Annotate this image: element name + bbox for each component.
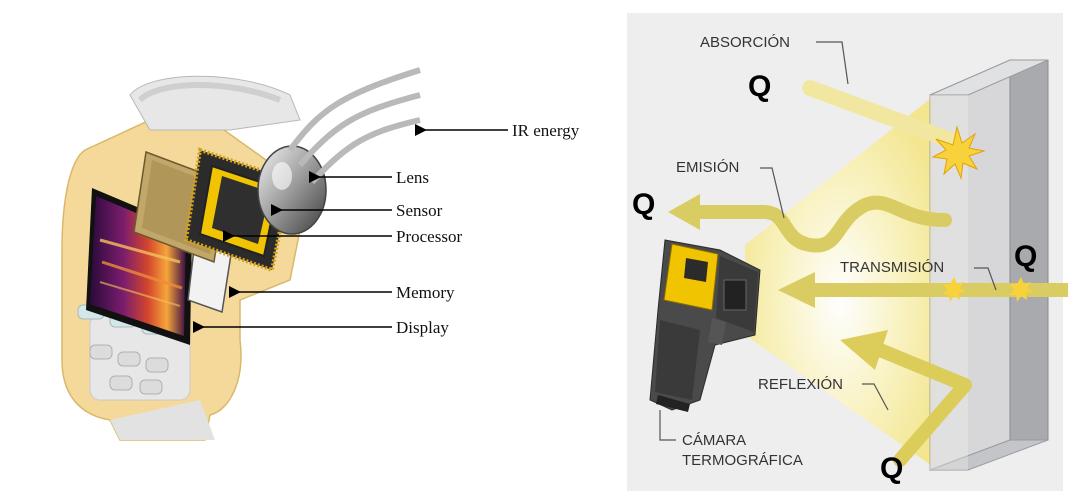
ir-energy-waves bbox=[287, 67, 421, 185]
lens-label: Lens bbox=[396, 168, 429, 187]
absorption-beam bbox=[802, 80, 986, 180]
sensor-label: Sensor bbox=[396, 201, 443, 220]
ir-energy-label: IR energy bbox=[512, 121, 580, 140]
camera-exploded-diagram: IR energy Lens Sensor Processor Memory D… bbox=[61, 67, 580, 441]
heat-q-reflection: Q bbox=[880, 452, 903, 485]
absorcion-label: ABSORCIÓN bbox=[700, 34, 790, 51]
memory-label: Memory bbox=[396, 283, 455, 302]
emission-arrow bbox=[668, 194, 952, 253]
emision-label: EMISIÓN bbox=[676, 159, 739, 176]
heat-q-transmission: Q bbox=[1014, 240, 1037, 273]
heat-q-absorption: Q bbox=[748, 70, 771, 103]
transmission-burst-icon-1 bbox=[942, 277, 966, 302]
camara-label-line1: CÁMARA bbox=[682, 432, 746, 449]
heat-q-emission: Q bbox=[632, 188, 655, 221]
camara-label-line2: TERMOGRÁFICA bbox=[682, 452, 803, 469]
transmission-arrow bbox=[778, 272, 1068, 308]
heat-transfer-diagram: ABSORCIÓN EMISIÓN TRANSMISIÓN REFLEXIÓN … bbox=[627, 13, 1068, 491]
thermal-camera-illustration bbox=[649, 239, 761, 412]
processor-chip-illustration bbox=[183, 147, 293, 273]
display-label: Display bbox=[396, 318, 449, 337]
camera-view-cone bbox=[745, 95, 935, 468]
processor-label: Processor bbox=[396, 227, 462, 246]
absorption-burst-icon bbox=[931, 125, 986, 180]
reflexion-label: REFLEXIÓN bbox=[758, 376, 843, 393]
lens-illustration bbox=[257, 145, 327, 235]
reflection-arrows bbox=[840, 330, 972, 467]
transmission-burst-icon-2 bbox=[1009, 277, 1033, 302]
transmision-label: TRANSMISIÓN bbox=[840, 259, 944, 276]
callout-lines bbox=[193, 124, 508, 333]
leader-lines bbox=[659, 41, 997, 441]
